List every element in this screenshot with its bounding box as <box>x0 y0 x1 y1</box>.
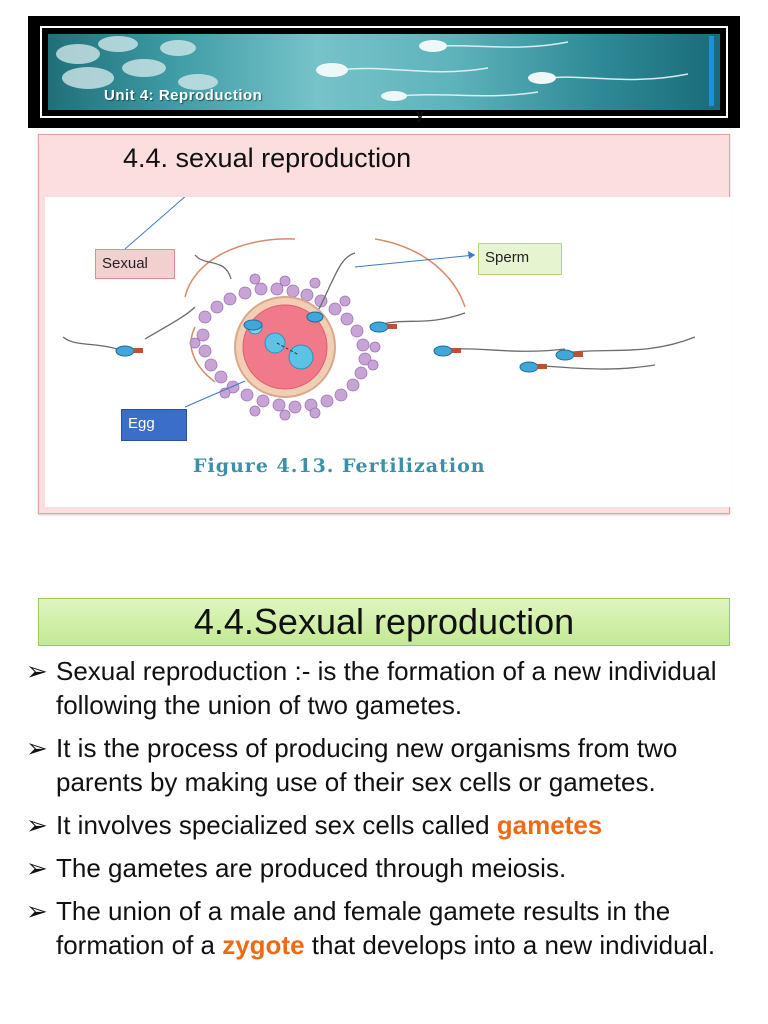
banner-tail-glyph: y <box>416 106 424 122</box>
banner-title: Unit 4: Reproduction <box>104 87 263 104</box>
list-item: ➢It is the process of producing new orga… <box>26 733 678 797</box>
highlight-term: gametes <box>496 810 603 840</box>
unit-banner: Unit 4: Reproduction <box>28 16 740 128</box>
arrow-bullet-icon: ➢ <box>26 733 48 763</box>
egg-label: Egg <box>121 409 187 441</box>
section-title: 4.4.Sexual reproduction <box>38 598 730 646</box>
arrow-bullet-icon: ➢ <box>26 656 48 686</box>
list-item: ➢Sexual reproduction :- is the formation… <box>26 656 717 720</box>
bullet-list: ➢Sexual reproduction :- is the formation… <box>26 654 746 971</box>
banner-image: Unit 4: Reproduction <box>48 34 720 110</box>
sperm-banner-illustration <box>56 36 689 101</box>
sexual-label: Sexual <box>95 249 175 279</box>
arrow-bullet-icon: ➢ <box>26 853 48 883</box>
list-item: ➢It involves specialized sex cells calle… <box>26 810 603 840</box>
banner-border <box>40 26 728 118</box>
arrow-bullet-icon: ➢ <box>26 896 48 926</box>
list-item: ➢The union of a male and female gamete r… <box>26 896 716 960</box>
fertilization-illustration <box>62 197 696 421</box>
fertilization-figure: Sexual Sperm Egg Figure 4.13. Fertilizat… <box>45 197 731 507</box>
banner-accent-strip <box>709 36 714 106</box>
arrow-bullet-icon: ➢ <box>26 810 48 840</box>
list-item: ➢The gametes are produced through meiosi… <box>26 853 567 883</box>
sperm-label: Sperm <box>478 243 562 275</box>
figure-heading: 4.4. sexual reproduction <box>123 143 412 173</box>
figure-caption: Figure 4.13. Fertilization <box>193 455 486 477</box>
figure-box: 4.4. sexual reproduction <box>38 134 731 514</box>
highlight-term: zygote <box>222 930 305 960</box>
